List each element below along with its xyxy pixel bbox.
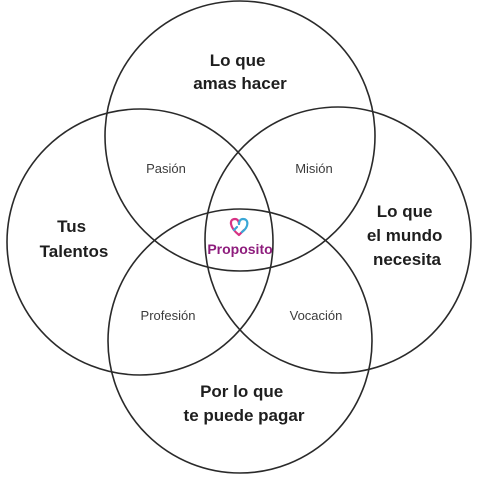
circle-left — [6, 108, 274, 376]
heart-knot-icon-blue-stroke — [232, 217, 249, 234]
overlap-label-vocacion: Vocación — [290, 308, 343, 323]
overlap-label-mision: Misión — [295, 161, 333, 176]
overlap-label-pasion: Pasión — [146, 161, 186, 176]
right-circle-label-line-3: necesita — [373, 250, 442, 269]
center-label-proposito: Proposito — [207, 241, 272, 257]
bottom-circle-label-line-1: Por lo que — [200, 382, 283, 401]
left-circle-label: Tus Talentos — [40, 217, 109, 261]
bottom-circle-label: Por lo que te puede pagar — [184, 382, 305, 425]
overlap-label-profesion: Profesión — [141, 308, 196, 323]
left-circle-label-line-2: Talentos — [40, 242, 109, 261]
circle-right — [204, 106, 472, 374]
bottom-circle-label-line-2: te puede pagar — [184, 406, 305, 425]
top-circle-label-line-1: Lo que — [210, 51, 266, 70]
circle-bottom — [107, 208, 373, 474]
top-circle-label: Lo que amas hacer — [193, 51, 287, 93]
right-circle-label-line-2: el mundo — [367, 226, 443, 245]
left-circle-label-line-1: Tus — [57, 217, 86, 236]
circle-top — [104, 0, 376, 272]
heart-knot-icon — [229, 217, 249, 237]
top-circle-label-line-2: amas hacer — [193, 74, 287, 93]
right-circle-label-line-1: Lo que — [377, 202, 433, 221]
right-circle-label: Lo que el mundo necesita — [367, 202, 447, 269]
